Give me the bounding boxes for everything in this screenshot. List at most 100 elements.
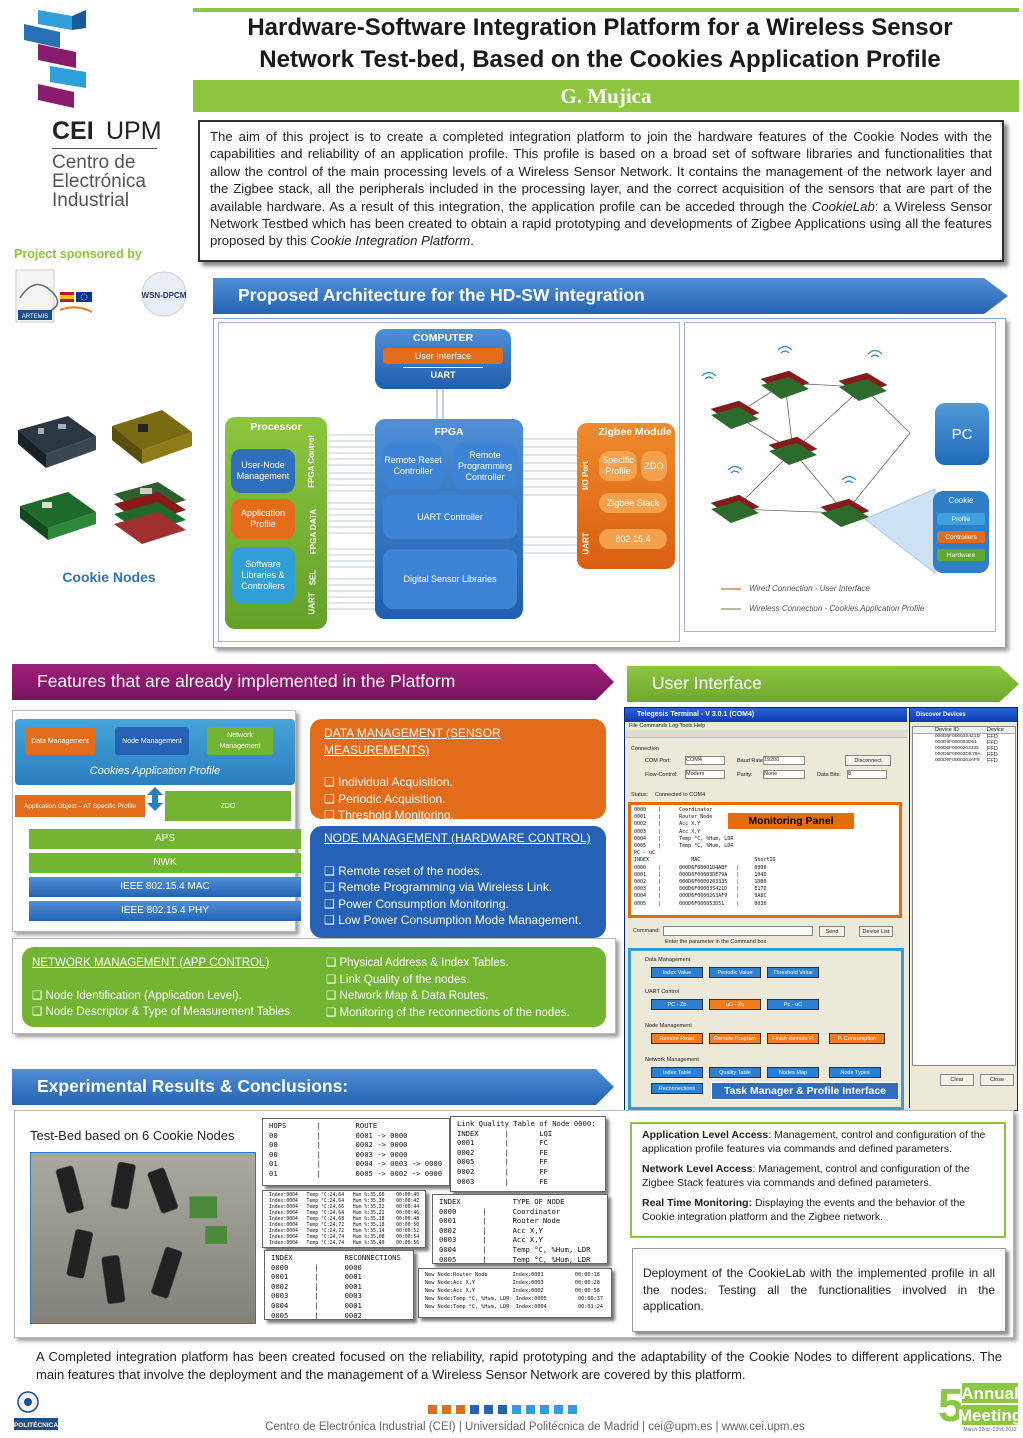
monitor-line: 0005 | Temp °C, %Hum, LDR [634, 843, 734, 850]
svg-text:Annual: Annual [961, 1384, 1019, 1403]
send-button[interactable]: Send [819, 926, 845, 937]
node-types-button[interactable]: Node Types [829, 1067, 881, 1078]
monitor-line: 0004 | Temp °C, %Hum, LDR [634, 835, 734, 842]
computer-block: COMPUTER User Interface UART [375, 329, 511, 389]
remote-prog-block: Remote Programming Controller [453, 443, 517, 489]
annual-meeting-logo: 5 Annual Meeting March 22nd -23rd, 2012 [938, 1379, 1020, 1433]
com-port-select[interactable]: COM4 [685, 756, 725, 765]
remote-reset-button[interactable]: Remote Reset [651, 1033, 703, 1044]
monitor-line: INDEX MAC ShortID [634, 857, 776, 864]
index-value-button[interactable]: Index Value [651, 967, 703, 978]
sw-libs-block: Software Libraries & Controllers [231, 547, 295, 603]
uc-zb-button[interactable]: uC - Zb [709, 999, 761, 1010]
quality-table-button[interactable]: Quality Table [709, 1067, 761, 1078]
network-management-box: NETWORK MANAGEMENT (APP CONTROL) ❑ Node … [22, 947, 606, 1027]
legend-wired: Wired Connection - User Interface [749, 584, 870, 593]
terminal-window: Telegesis Terminal - V 3.0.1 (COM4) File… [625, 708, 907, 1110]
index-table-button[interactable]: Index Table [651, 1067, 703, 1078]
access-levels-box: Application Level Access: Management, co… [630, 1122, 1006, 1238]
close-button[interactable]: Close [980, 1074, 1014, 1086]
section-ui-banner: User Interface [627, 666, 1019, 702]
specific-profile-block: Specific Profile [599, 451, 637, 481]
data-bits-select[interactable]: 8 [847, 770, 887, 779]
logo-divider [52, 148, 157, 149]
device-list-button[interactable]: Device List [859, 926, 893, 937]
svg-text:Meeting: Meeting [958, 1406, 1020, 1425]
cei-fullname: Centro de Electrónica Industrial [52, 152, 146, 211]
node-management-box: NODE MANAGEMENT (HARDWARE CONTROL) ❑ Rem… [310, 826, 606, 938]
threshold-value-button[interactable]: Threshold Value [767, 967, 819, 978]
conclusion-text: A Completed integration platform has bee… [36, 1349, 1002, 1382]
nm-item: ❑ Low Power Consumption Mode Management. [324, 913, 582, 927]
terminal-menu: File Commands Log Tools Help [629, 723, 706, 729]
nm-item: ❑ Remote reset of the nodes. [324, 863, 483, 878]
dm-item: ❑ Individual Acquisition. [324, 775, 453, 789]
net-left-column: NETWORK MANAGEMENT (APP CONTROL) ❑ Node … [32, 955, 293, 1021]
flow-control-select[interactable]: Modem [685, 770, 725, 779]
reconnections-button[interactable]: Reconnections [651, 1083, 703, 1094]
new-nodes-log: New Node:Router Node Index:0001 00:00:18… [418, 1268, 612, 1318]
testbed-title: Test-Bed based on 6 Cookie Nodes [30, 1128, 235, 1143]
author-bar: G. Mujica [193, 80, 1019, 112]
clear-button[interactable]: Clear [940, 1074, 974, 1086]
parity-select[interactable]: None [763, 770, 805, 779]
net-right-column: ❑ Physical Address & Index Tables. ❑ Lin… [326, 955, 570, 1021]
experimental-frame [14, 1110, 1014, 1338]
terminal-titlebar: Telegesis Terminal - V 3.0.1 (COM4) [625, 708, 907, 722]
network-diagram: PC Cookie Profile Controllers Hardware W… [684, 322, 996, 632]
net-item: ❑ Network Map & Data Routes. [326, 990, 489, 1002]
monitor-line: 0001 | Router Node [634, 814, 713, 821]
architecture-diagram: COMPUTER User Interface UART [218, 322, 680, 642]
link-quality-table: Link Quality Table of Node 0000: INDEX |… [450, 1116, 606, 1192]
pc-uc-button[interactable]: Pc - uC [767, 999, 819, 1010]
ui-screenshot: Telegesis Terminal - V 3.0.1 (COM4) File… [624, 707, 1018, 1111]
user-node-mgmt-block: User-Node Management [231, 449, 295, 493]
monitor-line: 0004 | 000D6F0000263AF9 | 0A8C [634, 893, 767, 900]
upm-wordmark: UPM [106, 117, 162, 145]
remote-program-button[interactable]: Remote Program [709, 1033, 761, 1044]
deployment-box: Deployment of the CookieLab with the imp… [632, 1248, 1006, 1332]
user-interface-block: User Interface [383, 348, 503, 364]
app-profile-block: Application Profile [231, 499, 295, 539]
sponsor-logos: ARTEMIS WSN-DPCM [15, 269, 187, 323]
terminal-toolbar [625, 730, 907, 738]
nm-item: ❑ Power Consumption Monitoring. [324, 896, 509, 911]
nm-item: ❑ Remote Programming via Wireless Link. [324, 880, 553, 894]
monitor-line: PC - uC [634, 850, 656, 857]
dm-item: ❑ Threshold Monitoring. [324, 808, 454, 822]
section-experimental-banner: Experimental Results & Conclusions: [12, 1069, 614, 1105]
p-consumption-button[interactable]: P. Consumption [829, 1033, 885, 1044]
disconnect-button[interactable]: Disconnect [845, 755, 891, 766]
task-manager-label: Task Manager & Profile Interface [711, 1082, 899, 1100]
svg-text:POLITÉCNICA: POLITÉCNICA [14, 1420, 58, 1429]
net-item: ❑ Monitoring of the reconnections of the… [326, 1006, 570, 1019]
net-item: ❑ Link Quality of the nodes. [326, 973, 470, 986]
periodic-value-button[interactable]: Periodic Value [709, 967, 761, 978]
zigbee-stack-block: Zigbee Stack [599, 493, 667, 513]
cookie-nodes-photo [18, 410, 192, 544]
footer-text: Centro de Electrónica Industrial (CEI) |… [265, 1421, 805, 1433]
bus-lines [327, 389, 577, 610]
command-input[interactable] [663, 926, 813, 936]
pc-zb-button[interactable]: PC - Zb [651, 999, 703, 1010]
net-item: ❑ Physical Address & Index Tables. [326, 957, 509, 969]
finish-remote-button[interactable]: Finish Remote P. [767, 1033, 819, 1044]
baud-rate-select[interactable]: 19200 [763, 756, 805, 765]
network-topology [701, 345, 936, 610]
temperature-log: Index:0004 Temp °C:24,64 Hum %:35,60 00:… [262, 1190, 426, 1248]
cookie-nodes-label: Cookie Nodes [62, 569, 156, 585]
nodes-map-button[interactable]: Nodes Map [767, 1067, 819, 1078]
protocol-stack-diagram: Data Management Node Management Network … [12, 710, 301, 932]
testbed-photo [30, 1152, 256, 1324]
monitor-line: 0003 | Acc X,Y [634, 828, 701, 835]
legend-wireless: Wireless Connection - Cookies Applicatio… [749, 604, 925, 613]
node-types-table: INDEX TYPE OF NODE 0000 | Coordinator 00… [432, 1194, 608, 1264]
cei-logo-icon [24, 10, 86, 108]
abstract-box: The aim of this project is to create a c… [198, 120, 1004, 262]
